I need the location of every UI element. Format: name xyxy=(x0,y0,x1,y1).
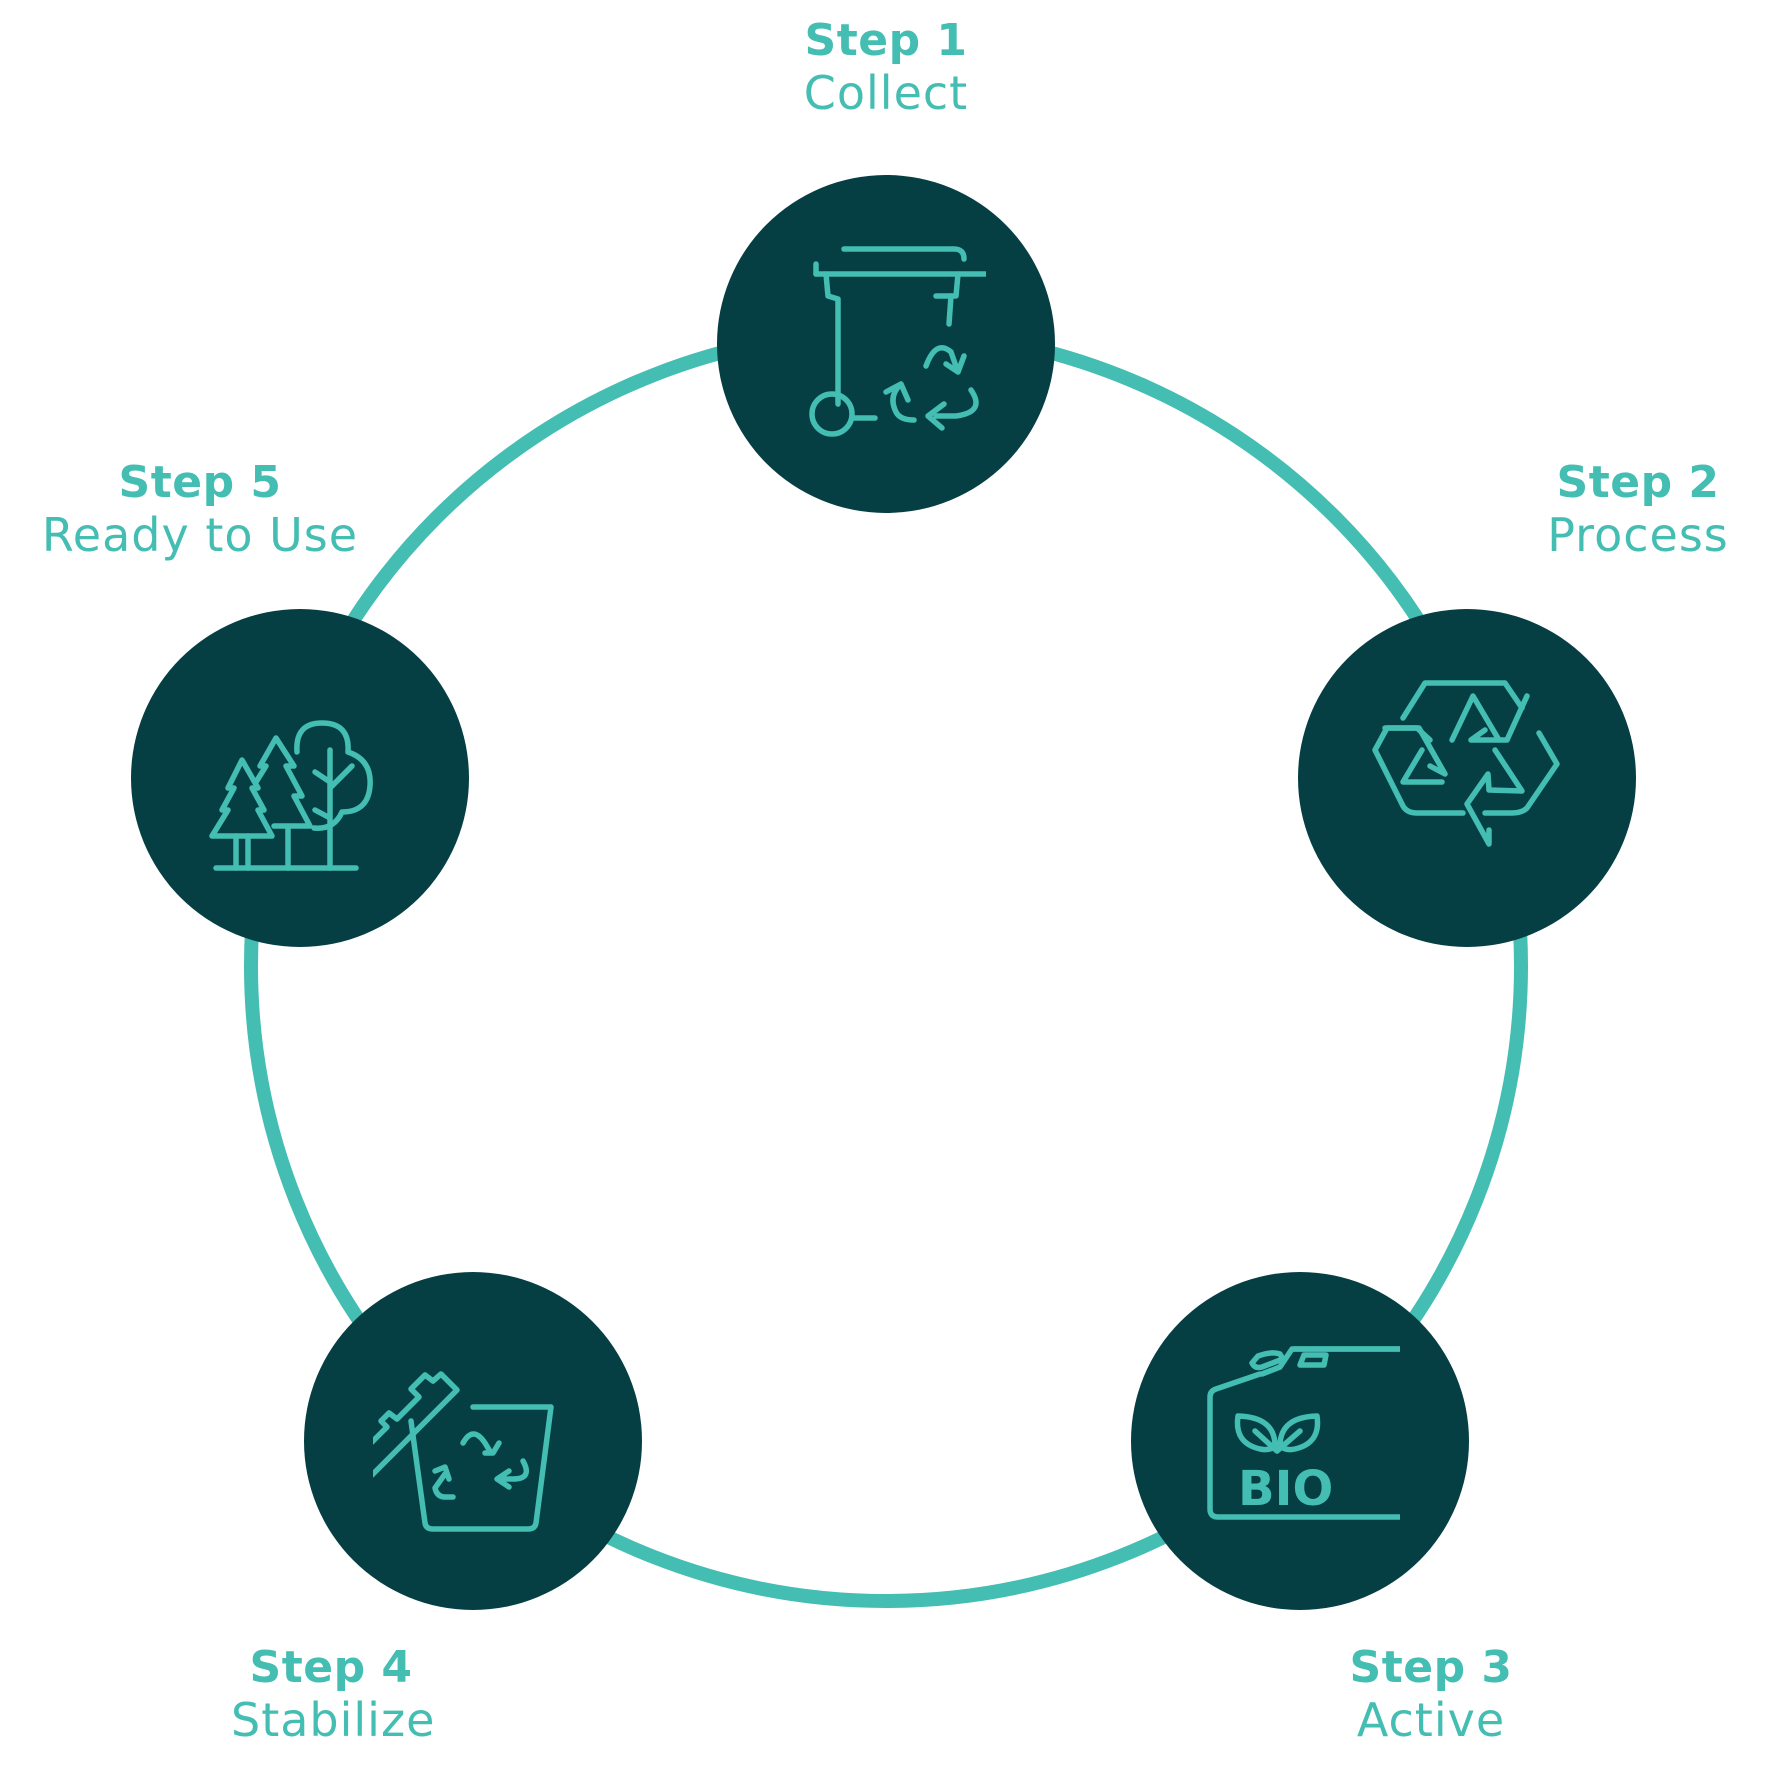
step-1-number: Step 1 xyxy=(804,15,968,66)
step-2-label: Step 2 Process xyxy=(1518,457,1758,562)
step-4-label: Step 4 Stabilize xyxy=(231,1642,436,1747)
wheelie-bin-recycle-icon xyxy=(809,246,986,437)
step-1-node xyxy=(717,175,1055,513)
bio-canister-icon: BIO xyxy=(1207,1346,1400,1520)
step-5-node xyxy=(131,609,469,947)
step-3-node: BIO xyxy=(1131,1272,1469,1610)
step-3-name: Active xyxy=(1356,1692,1506,1747)
step-2-name: Process xyxy=(1547,507,1729,562)
step-3-number: Step 3 xyxy=(1349,1642,1513,1693)
step-4-number: Step 4 xyxy=(249,1642,413,1693)
step-4-node xyxy=(304,1272,642,1610)
bin-lid-recycle-icon xyxy=(373,1371,554,1532)
bio-text: BIO xyxy=(1238,1461,1333,1517)
step-2-number: Step 2 xyxy=(1556,457,1720,508)
step-5-number: Step 5 xyxy=(118,457,282,508)
step-4-name: Stabilize xyxy=(231,1692,436,1747)
step-1-label: Step 1 Collect xyxy=(786,15,986,120)
step-5-label: Step 5 Ready to Use xyxy=(30,457,370,562)
step-3-label: Step 3 Active xyxy=(1331,1642,1531,1747)
step-2-node xyxy=(1298,609,1636,947)
recycle-icon xyxy=(1372,680,1560,847)
step-1-name: Collect xyxy=(803,65,969,120)
trees-icon xyxy=(209,720,373,871)
step-5-name: Ready to Use xyxy=(41,507,359,562)
